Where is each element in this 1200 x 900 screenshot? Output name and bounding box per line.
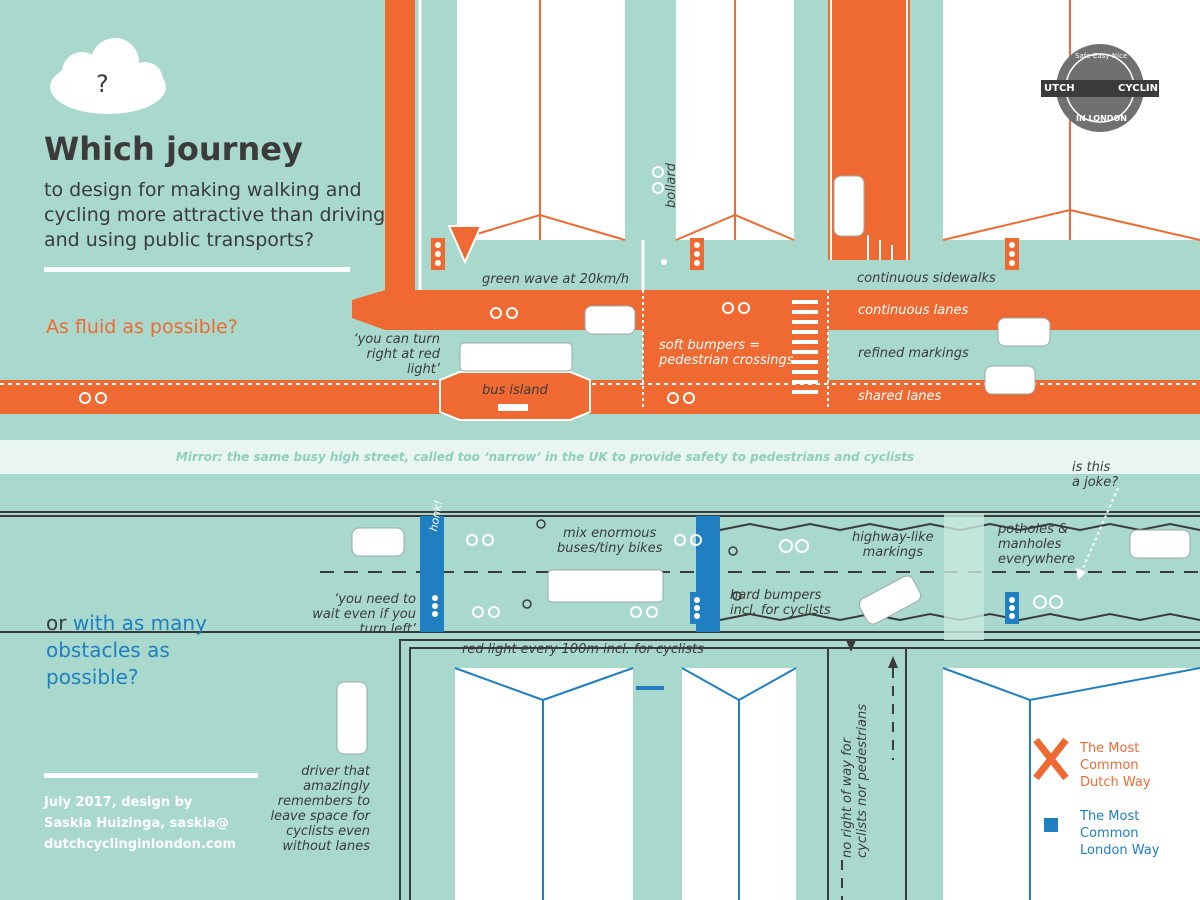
label-continuous-lanes: continuous lanes bbox=[858, 303, 969, 318]
subtitle: to design for making walking and cycling… bbox=[44, 178, 385, 253]
label-turn-right-1: ‘you can turn bbox=[353, 332, 440, 347]
label-soft-bumpers: soft bumpers = pedestrian crossings bbox=[659, 338, 794, 368]
label-no-right: no right of way for cyclists nor pedestr… bbox=[840, 704, 870, 858]
cloud-icon bbox=[50, 38, 166, 114]
dutch-cycling-logo bbox=[1041, 44, 1159, 132]
credit-line-3: dutchcyclinginlondon.com bbox=[44, 837, 237, 852]
legend-london-3: London Way bbox=[1080, 843, 1160, 858]
legend-dutch-3: Dutch Way bbox=[1080, 775, 1151, 790]
label-highway-1: highway-like bbox=[852, 530, 934, 545]
subtitle-line-1: to design for making walking and bbox=[44, 179, 362, 201]
logo-left: UTCH bbox=[1044, 83, 1075, 94]
legend-dutch-2: Common bbox=[1080, 758, 1139, 773]
credit-line-2: Saskia Huizinga, saskia@ bbox=[44, 816, 229, 831]
obstacles-question: or with as many obstacles as possible? bbox=[46, 610, 207, 691]
cycle-lane-vertical-left bbox=[385, 0, 415, 300]
legend-dutch-1: The Most bbox=[1080, 741, 1140, 756]
label-red-light: red light every 100m incl. for cyclists bbox=[462, 642, 704, 657]
label-turn-right: ‘you can turn right at red light’ bbox=[330, 332, 440, 377]
bike-symbols-london bbox=[466, 534, 1063, 618]
label-mix-1: mix enormous bbox=[563, 526, 657, 541]
label-hard-bumpers-1: hard bumpers bbox=[730, 588, 822, 603]
logo-top: Safe-Easy-Nice bbox=[1075, 52, 1128, 60]
big-ben-icon bbox=[1042, 790, 1060, 856]
label-continuous-sidewalks: continuous sidewalks bbox=[857, 271, 996, 286]
label-highway-2: markings bbox=[862, 545, 923, 560]
label-wait-1: ‘you need to bbox=[334, 592, 416, 607]
label-bus-island: bus island bbox=[482, 383, 548, 398]
traffic-lights-dutch bbox=[431, 238, 1019, 270]
label-driver-4: leave space for bbox=[270, 809, 370, 824]
obstacles-line-1: with as many bbox=[72, 611, 207, 635]
bike-symbols-dutch bbox=[79, 166, 750, 404]
label-driver: driver that amazingly remembers to leave… bbox=[262, 764, 370, 854]
fluid-question: As fluid as possible? bbox=[46, 316, 238, 338]
mirror-band bbox=[0, 440, 1200, 474]
subtitle-line-3: and using public transports? bbox=[44, 229, 315, 251]
label-driver-3: remembers to bbox=[277, 794, 370, 809]
label-mix: mix enormous buses/tiny bikes bbox=[557, 526, 662, 556]
label-potholes-2: manholes bbox=[998, 537, 1062, 552]
label-potholes-1: potholes & bbox=[998, 522, 1069, 537]
label-soft-bumpers-2: pedestrian crossings bbox=[659, 353, 794, 368]
legend-london-2: Common bbox=[1080, 826, 1139, 841]
label-wait-3: turn left’ bbox=[359, 622, 416, 637]
manholes bbox=[522, 519, 742, 609]
label-refined-markings: refined markings bbox=[858, 346, 969, 361]
label-driver-1: driver that bbox=[301, 764, 370, 779]
label-joke-1: is this bbox=[1072, 460, 1111, 475]
label-soft-bumpers-1: soft bumpers = bbox=[659, 338, 761, 353]
logo-bottom: IN LONDON bbox=[1076, 114, 1127, 123]
label-green-wave: green wave at 20km/h bbox=[482, 272, 629, 287]
obstacles-line-2: obstacles as bbox=[46, 638, 170, 662]
label-highway: highway-like markings bbox=[852, 530, 934, 560]
cars-london bbox=[336, 527, 1191, 755]
obstacles-line-3: possible? bbox=[46, 665, 139, 689]
subtitle-line-2: cycling more attractive than driving bbox=[44, 204, 386, 226]
yield-sign bbox=[447, 225, 483, 265]
cars-dutch bbox=[459, 175, 1051, 395]
label-hard-bumpers-2: incl. for cyclists bbox=[730, 603, 831, 618]
bus-island bbox=[439, 371, 591, 421]
label-joke-2: a joke? bbox=[1072, 475, 1119, 490]
dutch-way-cross-icon bbox=[1033, 737, 1069, 781]
label-hard-bumpers: hard bumpers incl. for cyclists bbox=[730, 588, 831, 618]
label-potholes-3: everywhere bbox=[998, 552, 1075, 567]
question-mark: ? bbox=[96, 70, 109, 98]
label-shared-lanes: shared lanes bbox=[858, 389, 942, 404]
mirror-caption: Mirror: the same busy high street, calle… bbox=[175, 450, 915, 464]
traffic-lights-london bbox=[428, 590, 1019, 624]
logo-right: CYCLIN bbox=[1118, 83, 1159, 94]
road-edges-london bbox=[0, 511, 1200, 900]
label-turn-right-2: right at red light’ bbox=[366, 347, 440, 377]
label-driver-2: amazingly bbox=[303, 779, 370, 794]
label-wait-2: wait even if you bbox=[312, 607, 416, 622]
credit: July 2017, design by Saskia Huizinga, sa… bbox=[44, 792, 236, 855]
legend-dutch: The Most Common Dutch Way bbox=[1080, 740, 1151, 791]
label-no-right-1: no right of way for bbox=[840, 738, 855, 858]
page-title: Which journey bbox=[44, 130, 303, 168]
credit-line-1: July 2017, design by bbox=[44, 795, 193, 810]
label-driver-5: cyclists even bbox=[286, 824, 370, 839]
or-word: or bbox=[46, 611, 67, 635]
label-mix-2: buses/tiny bikes bbox=[557, 541, 663, 556]
label-driver-6: without lanes bbox=[282, 839, 370, 854]
label-bollard: bollard bbox=[664, 163, 679, 208]
label-potholes: potholes & manholes everywhere bbox=[998, 522, 1075, 567]
label-no-right-2: cyclists nor pedestrians bbox=[855, 704, 870, 858]
label-wait: ‘you need to wait even if you turn left’ bbox=[308, 592, 416, 637]
label-joke: is this a joke? bbox=[1072, 460, 1118, 490]
legend-london-1: The Most bbox=[1080, 809, 1140, 824]
legend-london: The Most Common London Way bbox=[1080, 808, 1159, 859]
zebra-crossing bbox=[792, 300, 818, 394]
